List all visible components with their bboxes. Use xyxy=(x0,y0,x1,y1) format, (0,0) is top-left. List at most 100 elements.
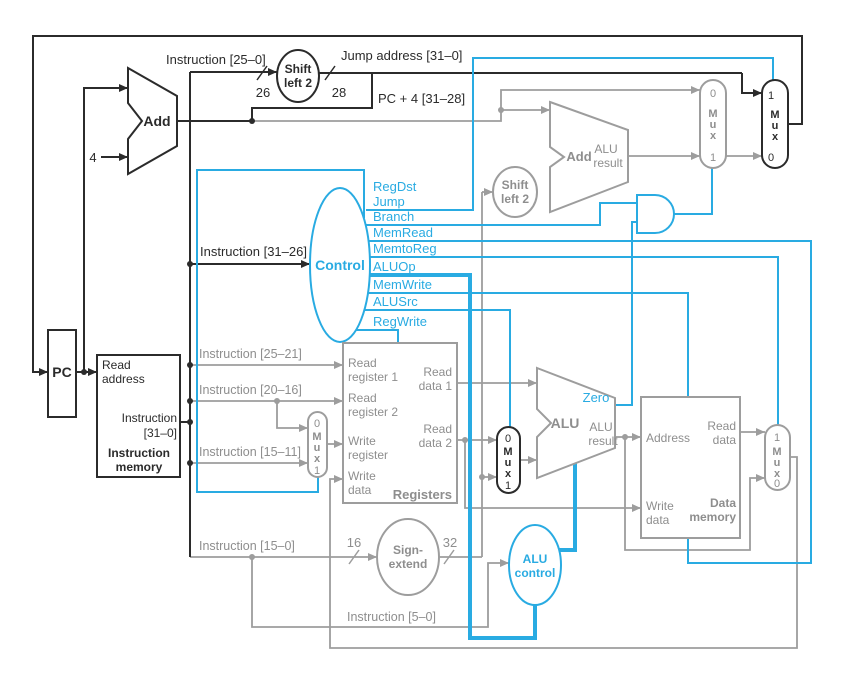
wire-writeback xyxy=(329,456,798,649)
regs-rd2-l2: data 2 xyxy=(419,436,453,450)
shift-left2-jump-oval xyxy=(276,49,320,103)
regs-rd1-l1: Read xyxy=(423,365,452,379)
regdst-mux-m: M xyxy=(312,431,321,443)
signal-jump: Jump xyxy=(373,194,405,209)
pc-label: PC xyxy=(52,364,71,380)
regs-wd-l2: data xyxy=(348,483,372,497)
wire-read-data2-to-write-data xyxy=(464,440,641,512)
signal-branch: Branch xyxy=(373,209,414,224)
jump-mux-x: x xyxy=(772,131,779,143)
label-jump-address: Jump address [31–0] xyxy=(341,48,462,63)
dmem-wd-l2: data xyxy=(646,513,670,527)
wire-memtoreg xyxy=(370,256,779,425)
memtoreg-mux-x: x xyxy=(774,468,781,480)
alusrc-mux-1: 1 xyxy=(505,480,511,492)
label-instr-25-0: Instruction [25–0] xyxy=(166,52,266,67)
junction-dot xyxy=(249,554,255,560)
buswidth-16: 16 xyxy=(347,535,361,550)
dmem-rd-l2: data xyxy=(713,433,737,447)
alusrc-mux-u: u xyxy=(505,457,512,469)
regdst-mux-0: 0 xyxy=(314,418,320,430)
dmem-name-l1: Data xyxy=(710,496,736,510)
regs-rr2-l1: Read xyxy=(348,391,377,405)
alusrc-mux xyxy=(496,426,521,494)
wire-pc-to-adder xyxy=(83,84,128,372)
wire-jump-address-to-mux1 xyxy=(741,73,762,97)
jump-mux-0: 0 xyxy=(768,152,774,164)
wire-alu-control-out xyxy=(559,463,577,552)
imem-read-address-l2: address xyxy=(102,372,145,386)
shift-left2-jump-label1: Shift xyxy=(285,62,312,76)
signal-regwrite: RegWrite xyxy=(373,314,427,329)
signal-aluop: ALUOp xyxy=(373,259,416,274)
label-instr-15-0: Instruction [15–0] xyxy=(199,539,295,553)
control-unit-oval xyxy=(309,187,371,343)
wire-instr-5-0 xyxy=(251,557,509,628)
label-pc-plus4: PC + 4 [31–28] xyxy=(378,91,465,106)
alusrc-mux-0: 0 xyxy=(505,433,511,445)
sign-extend-l1: Sign- xyxy=(393,543,423,557)
junction-dot xyxy=(274,398,280,404)
memtoreg-mux xyxy=(764,424,791,491)
alusrc-mux-m: M xyxy=(503,446,512,458)
jump-mux-u: u xyxy=(772,120,779,132)
alu-result-l1: ALU xyxy=(589,420,612,434)
data-memory-box xyxy=(640,396,741,539)
branch-mux-0: 0 xyxy=(710,88,716,100)
regs-rr2-l2: register 2 xyxy=(348,405,398,419)
wire-alusrc xyxy=(364,309,511,427)
junction-dot xyxy=(249,118,255,124)
memtoreg-mux-m: M xyxy=(772,446,781,458)
branch-mux-1: 1 xyxy=(710,152,716,164)
buswidth-26-slash xyxy=(256,65,268,81)
regs-rd2-l1: Read xyxy=(423,422,452,436)
signal-memread: MemRead xyxy=(373,225,433,240)
regs-rr1-l1: Read xyxy=(348,356,377,370)
jump-mux-1: 1 xyxy=(768,90,774,102)
regdst-mux-x: x xyxy=(314,453,321,465)
pc-adder-label: Add xyxy=(143,113,170,129)
buswidth-26: 26 xyxy=(256,85,270,100)
registers-box xyxy=(342,342,458,504)
label-instr-25-21: Instruction [25–21] xyxy=(199,347,302,361)
dmem-address: Address xyxy=(646,431,690,445)
label-const4: 4 xyxy=(89,150,96,165)
wire-alu-result-to-memtoreg-mux0 xyxy=(624,437,765,551)
shift-left2-branch-oval xyxy=(492,166,538,218)
signal-memtoreg: MemtoReg xyxy=(373,241,437,256)
alu-control-l2: control xyxy=(515,566,556,580)
regs-rr1-l2: register 1 xyxy=(348,370,398,384)
imem-name-l2: memory xyxy=(116,460,163,474)
wire-memread xyxy=(368,240,812,564)
branch-mux-m: M xyxy=(708,108,717,120)
wire-jump xyxy=(366,57,774,211)
pc-box xyxy=(47,329,77,418)
dmem-wd-l1: Write xyxy=(646,499,674,513)
regs-name: Registers xyxy=(393,487,452,502)
junction-dot xyxy=(187,261,193,267)
wire-aluop xyxy=(370,273,537,640)
junction-dot xyxy=(187,362,193,368)
label-instr-20-16: Instruction [20–16] xyxy=(199,383,302,397)
imem-read-address-l1: Read xyxy=(102,358,131,372)
signal-regdst: RegDst xyxy=(373,179,417,194)
wire-regdst xyxy=(196,169,365,493)
junction-dot xyxy=(498,107,504,113)
wire-pc-plus4-gray xyxy=(252,110,502,122)
wire-pc-feedback-loop xyxy=(32,35,803,376)
dmem-rd-l1: Read xyxy=(707,419,736,433)
instruction-memory-box xyxy=(96,354,181,478)
junction-dot xyxy=(81,369,87,375)
sign-extend-l2: extend xyxy=(389,557,428,571)
signal-alusrc: ALUSrc xyxy=(373,294,418,309)
branch-adder-label: Add xyxy=(566,149,591,164)
alu-zero-label: Zero xyxy=(583,390,610,405)
control-unit-label: Control xyxy=(315,257,365,273)
label-instr-5-0: Instruction [5–0] xyxy=(347,610,436,624)
regdst-mux-1: 1 xyxy=(314,465,320,477)
jump-mux xyxy=(761,79,789,169)
wire-memwrite xyxy=(368,292,689,397)
branch-mux-u: u xyxy=(710,119,717,131)
memtoreg-mux-1: 1 xyxy=(774,432,780,444)
